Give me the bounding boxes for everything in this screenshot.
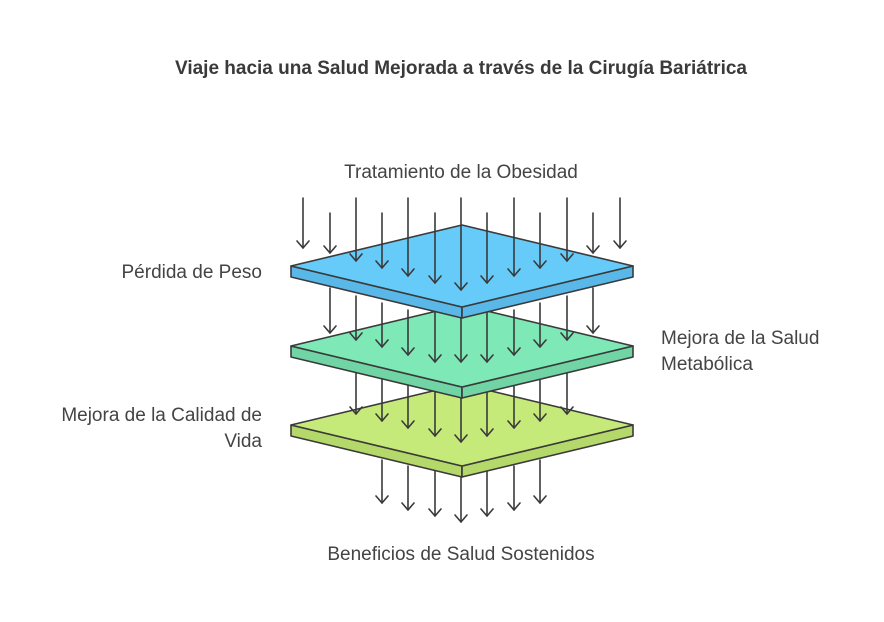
down-arrow-icon [296,197,310,249]
arrows-over-layer-1 [296,197,627,291]
outgoing-arrows [375,459,547,523]
layer-top-face [290,304,634,388]
down-arrow-icon [401,309,415,356]
down-arrow-icon [401,197,415,277]
down-arrow-icon [401,381,415,429]
down-arrow-icon [428,469,442,517]
down-arrow-icon [428,212,442,284]
arrows-over-layer-3 [349,367,574,443]
down-arrow-icon [454,475,468,523]
down-arrow-icon [533,459,547,504]
layer-mejora-salud-metabolica [290,304,634,399]
down-arrow-icon [349,295,363,341]
down-arrow-icon [533,374,547,422]
down-arrow-icon [323,287,337,334]
arrows-over-layer-2 [323,287,600,363]
down-arrow-icon [375,212,389,269]
down-arrow-icon [375,374,389,422]
down-arrow-icon [507,381,521,429]
down-arrow-icon [533,212,547,269]
input-label: Tratamiento de la Obesidad [344,162,578,183]
down-arrow-icon [401,465,415,511]
down-arrow-icon [480,469,494,517]
down-arrow-icon [586,287,600,334]
down-arrow-icon [454,393,468,443]
down-arrow-icon [349,367,363,415]
down-arrow-icon [375,302,389,348]
down-arrow-icon [586,212,600,254]
down-arrow-icon [428,302,442,363]
down-arrow-icon [613,197,627,249]
down-arrow-icon [560,295,574,341]
layer-2-label-line-1: Mejora de la Salud [661,328,819,349]
output-label: Beneficios de Salud Sostenidos [327,544,594,565]
layer-perdida-de-peso [290,224,634,319]
layer-3-label-line-2: Vida [224,431,262,452]
down-arrow-icon [560,367,574,415]
down-arrow-icon [349,197,363,262]
down-arrow-icon [533,302,547,348]
layer-3-label-line-1: Mejora de la Calidad de [61,405,262,426]
down-arrow-icon [375,459,389,504]
layer-top-face [290,224,634,308]
down-arrow-icon [480,302,494,363]
down-arrow-icon [323,212,337,254]
down-arrow-icon [454,197,468,291]
layer-mejora-calidad-vida [290,383,634,478]
layer-1-label: Pérdida de Peso [122,262,263,283]
diagram-title: Viaje hacia una Salud Mejorada a través … [175,58,747,79]
down-arrow-icon [454,315,468,363]
down-arrow-icon [507,197,521,277]
down-arrow-icon [560,197,574,262]
layer-top-face [290,383,634,467]
down-arrow-icon [507,309,521,356]
down-arrow-icon [507,465,521,511]
down-arrow-icon [480,212,494,284]
layer-2-label-line-2: Metabólica [661,354,753,375]
